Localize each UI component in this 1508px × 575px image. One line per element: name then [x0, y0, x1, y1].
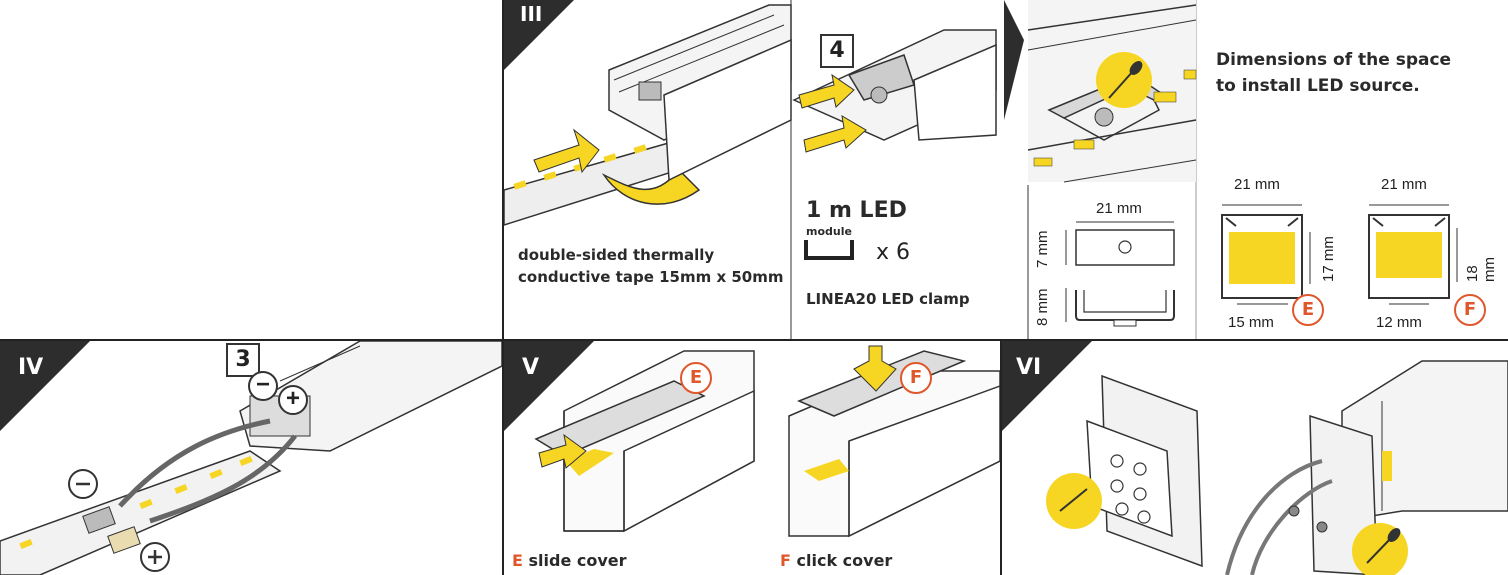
panel-iv: IV 3 − + [0, 341, 502, 575]
profile-f-badge: F [1454, 294, 1486, 326]
led-module-sub: module [806, 225, 852, 238]
profile-e-width-top: 21 mm [1234, 176, 1280, 193]
clamp-height-1-label: 7 mm [1034, 230, 1051, 269]
profile-e-height: 17 mm [1320, 236, 1337, 282]
tape-text-line2: conductive tape 15mm x 50mm [518, 268, 784, 286]
section-roman-vi: VI [1016, 355, 1042, 380]
clamp-width-label: 21 mm [1096, 200, 1142, 217]
clamp-height-2-label: 8 mm [1034, 288, 1051, 327]
profile-f-width-top: 21 mm [1381, 176, 1427, 193]
led-module-title: 1 m LED [806, 198, 907, 223]
panel-iv-artwork [0, 341, 502, 575]
panel-iii-artwork [504, 0, 1458, 339]
step-number-4: 4 [820, 34, 854, 68]
caption-f-letter: F [780, 551, 791, 570]
terminal-plus: + [278, 385, 308, 415]
panel-vi-artwork [1002, 341, 1508, 575]
dimensions-title-line1: Dimensions of the space [1216, 50, 1452, 70]
divider-vertical-top [502, 0, 504, 340]
divider-horizontal [0, 339, 1508, 341]
panel-iii: III double-sided thermally conductive ta… [504, 0, 1508, 339]
cover-f-badge: F [900, 362, 932, 394]
profile-e-width-bottom: 15 mm [1228, 314, 1274, 331]
divider-vertical-bottom-1 [502, 340, 504, 575]
cover-e-badge: E [680, 362, 712, 394]
profile-e-badge: E [1292, 294, 1324, 326]
caption-slide-cover: E slide cover [512, 551, 627, 570]
section-roman-v: V [522, 355, 540, 380]
divider-vertical-bottom-2 [1000, 340, 1002, 575]
panel-v: V E F E slide cover F click cover [504, 341, 1000, 575]
terminal-minus: − [248, 371, 278, 401]
section-roman-iv: IV [18, 355, 44, 380]
panel-v-artwork [504, 341, 1000, 538]
section-roman-iii: III [520, 2, 543, 26]
caption-click-cover: F click cover [780, 551, 892, 570]
tape-text-line1: double-sided thermally [518, 246, 715, 264]
clamp-label: LINEA20 LED clamp [806, 290, 970, 308]
step-number-3: 3 [226, 343, 260, 377]
caption-e-text: slide cover [522, 551, 627, 570]
caption-f-text: click cover [790, 551, 893, 570]
profile-f-height: 18 mm [1464, 257, 1498, 282]
led-module-multiplier: x 6 [876, 240, 911, 265]
caption-e-letter: E [512, 551, 523, 570]
profile-f-width-bottom: 12 mm [1376, 314, 1422, 331]
panel-vi: VI [1002, 341, 1508, 575]
dimensions-title-line2: to install LED source. [1216, 76, 1420, 96]
